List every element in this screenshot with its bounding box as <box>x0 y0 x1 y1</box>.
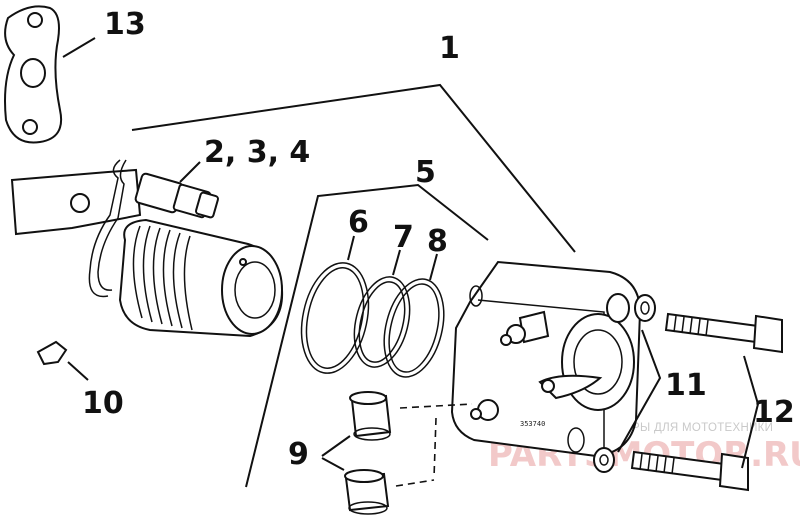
part-10-clip <box>36 340 89 381</box>
callout-9: 9 <box>288 437 309 472</box>
callout-12: 12 <box>753 395 795 430</box>
actuator-cylinder <box>118 218 284 338</box>
part-1-bracket <box>131 83 576 253</box>
part-7-o-ring <box>353 249 411 368</box>
part-12-bolts <box>630 312 783 492</box>
callout-7: 7 <box>393 220 414 255</box>
callout-8: 8 <box>427 224 448 259</box>
callout-6: 6 <box>348 205 369 240</box>
callout-2-3-4: 2, 3, 4 <box>204 135 310 170</box>
callout-13: 13 <box>104 7 146 42</box>
housing-stamp: 353740 <box>520 420 545 428</box>
part-5-bracket <box>245 183 489 488</box>
callout-labels: 13 1 2, 3, 4 5 6 7 8 9 10 11 12 <box>82 7 795 472</box>
sensor-bracket <box>10 159 142 298</box>
part-6-o-ring <box>300 235 370 374</box>
valve-housing: 353740 <box>450 260 642 458</box>
callout-1: 1 <box>439 31 460 66</box>
part-9-bushings <box>321 391 473 515</box>
callout-11: 11 <box>665 368 707 403</box>
part-11-washers <box>593 294 662 473</box>
callout-5: 5 <box>415 155 436 190</box>
part-13-gasket <box>4 5 96 144</box>
part-8-o-ring <box>383 253 445 378</box>
callout-10: 10 <box>82 386 124 421</box>
part-2-3-4-connector <box>134 161 219 219</box>
